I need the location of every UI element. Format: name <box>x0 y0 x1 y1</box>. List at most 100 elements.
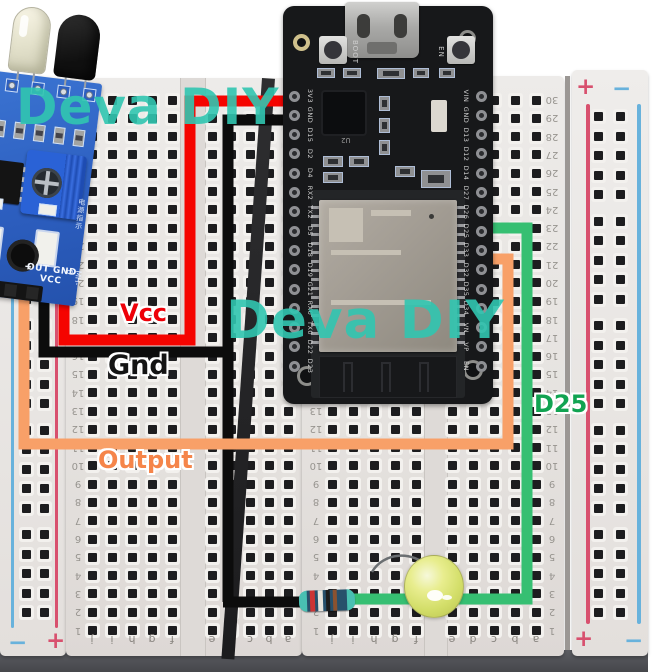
smd-component <box>439 68 455 78</box>
mid-board-hole <box>468 479 478 489</box>
mid-board-hole <box>489 626 499 635</box>
left-board-hole <box>87 278 97 288</box>
right-rail-hole <box>593 588 603 598</box>
left-board-hole <box>107 241 117 251</box>
left-board-hole <box>87 388 97 398</box>
esp32-pin <box>476 341 487 353</box>
mid-board-hole <box>327 461 337 471</box>
left-board-hole <box>107 132 117 142</box>
left-board-hole <box>147 534 157 544</box>
mid-board-hole <box>348 552 358 562</box>
right-rail-hole <box>593 360 603 369</box>
mid-board-hole <box>468 571 478 581</box>
left-board-hole <box>207 241 217 251</box>
mid-board-hole <box>327 626 337 635</box>
mid-board-hole <box>531 571 541 581</box>
vcc-wire <box>58 95 302 346</box>
esp32-pin <box>476 244 487 256</box>
left-board-hole <box>147 168 157 178</box>
left-board-hole <box>264 278 274 288</box>
mid-board-hole <box>531 351 541 361</box>
mid-board-hole <box>390 406 400 416</box>
mid-board-hole <box>531 260 541 270</box>
left-board-hole <box>167 552 177 562</box>
mid-board-hole <box>531 607 541 617</box>
mid-board-hole <box>489 369 499 379</box>
right-rail-hole <box>615 294 625 304</box>
right-rail-hole <box>615 190 625 199</box>
mid-board-hole <box>510 278 520 288</box>
right-rail-hole <box>615 340 625 350</box>
left-rail-hole <box>39 530 49 539</box>
left-board-hole <box>147 516 157 526</box>
mid-board-hole <box>510 333 520 343</box>
mid-board-hole <box>531 187 541 197</box>
mid-board-hole <box>510 552 520 562</box>
left-board-hole <box>207 406 217 416</box>
right-rail-minus-top-label: − <box>612 76 632 102</box>
right-rail-hole <box>593 503 603 513</box>
mid-board-hole <box>447 607 457 617</box>
right-rail-hole <box>593 445 603 454</box>
smd-component <box>377 68 405 79</box>
left-board-hole <box>207 534 217 544</box>
left-board-hole <box>167 497 177 507</box>
mid-board-hole <box>510 461 520 471</box>
left-board-hole <box>147 241 157 251</box>
left-board-hole <box>245 223 255 233</box>
left-board-hole <box>87 223 97 233</box>
smd-component <box>379 96 390 111</box>
mid-board-hole <box>369 534 379 544</box>
left-board-hole <box>127 497 137 507</box>
left-board-hole <box>127 479 137 489</box>
right-rail-hole <box>615 255 625 265</box>
left-board-hole <box>264 369 274 379</box>
esp32-pin <box>289 90 300 102</box>
left-board-hole <box>245 132 255 142</box>
left-board-hole <box>147 406 157 416</box>
chip-label: U2 <box>341 136 351 144</box>
left-board-hole <box>167 461 177 471</box>
mid-board-hole <box>390 534 400 544</box>
left-board-hole <box>147 571 157 581</box>
left-board-hole <box>245 552 255 562</box>
left-board-hole <box>264 406 274 416</box>
mid-board-hole <box>510 95 520 105</box>
left-board-hole <box>283 534 293 544</box>
mid-board-hole <box>348 479 358 489</box>
esp32-pin <box>476 90 487 102</box>
left-board-hole <box>207 388 217 398</box>
mid-board-hole <box>489 351 499 361</box>
mid-board-hole <box>489 388 499 398</box>
esp32-pin <box>476 129 487 141</box>
left-board-hole <box>127 150 137 160</box>
right-rail-hole <box>593 170 603 180</box>
mid-board-hole <box>369 461 379 471</box>
right-rail-hole <box>593 321 603 330</box>
left-board-hole <box>245 497 255 507</box>
watermark-top: Deva DIY <box>16 78 280 136</box>
mid-board-hole <box>447 552 457 562</box>
smd-component <box>349 156 369 167</box>
left-board-hole <box>87 296 97 306</box>
left-board-hole <box>147 589 157 599</box>
right-rail-hole <box>593 216 603 226</box>
left-rail-hole <box>21 569 31 578</box>
left-board-hole <box>245 534 255 544</box>
left-board-hole <box>107 479 117 489</box>
mid-board-hole <box>531 241 541 251</box>
left-board-hole <box>207 132 217 142</box>
left-board-hole <box>87 241 97 251</box>
left-board-hole <box>107 315 117 325</box>
mid-board-hole <box>369 497 379 507</box>
breadboard-right-rail <box>572 70 648 656</box>
smd-component <box>323 156 343 167</box>
mid-board-hole <box>531 132 541 142</box>
left-board-hole <box>107 534 117 544</box>
mid-board-hole <box>390 479 400 489</box>
left-board-hole <box>147 150 157 160</box>
en-button <box>447 36 475 64</box>
mid-board-hole <box>369 479 379 489</box>
mid-board-hole <box>531 333 541 343</box>
